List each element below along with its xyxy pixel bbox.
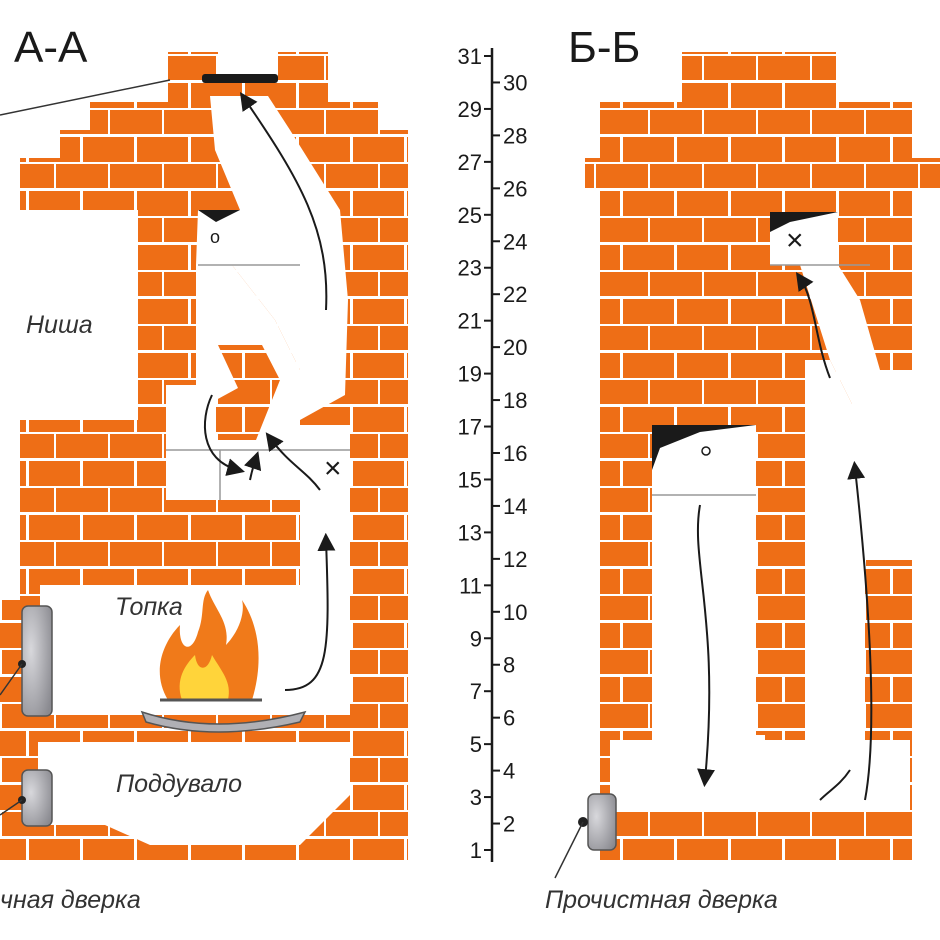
section-a-title: А-А [14, 23, 88, 72]
ruler-label-even: 4 [503, 759, 515, 784]
flow-arrow [244, 451, 262, 481]
ruler-label-odd: 7 [470, 679, 482, 704]
ruler-label-odd: 1 [470, 838, 482, 863]
ruler-label-even: 24 [503, 229, 527, 254]
damper-plate [202, 74, 278, 83]
cross-mark: × [324, 452, 342, 485]
ruler-label-odd: 5 [470, 732, 482, 757]
flow-arrow [284, 532, 336, 691]
ashpit-cavity [38, 742, 350, 845]
ruler-label-odd: 13 [458, 520, 482, 545]
leader-line [554, 821, 584, 879]
ruler-label-odd: 21 [458, 309, 482, 334]
ruler-label-even: 26 [503, 176, 527, 201]
niche-cavity [0, 210, 138, 420]
circle-mark: o [210, 227, 220, 247]
ruler-label-even: 12 [503, 547, 527, 572]
ruler-label-even: 28 [503, 123, 527, 148]
firebox-door [21, 605, 53, 717]
grate [140, 710, 307, 733]
left-channel [652, 425, 765, 808]
flow-arrow [203, 394, 245, 476]
ruler-label-odd: 17 [458, 415, 482, 440]
flow-arrow [795, 272, 831, 379]
section-b-door-caption: Прочистная дверка [545, 886, 778, 914]
flue-riser [210, 96, 348, 420]
ruler-label-even: 10 [503, 600, 527, 625]
ruler-label-odd: 31 [458, 44, 482, 69]
cross-mark: × [786, 224, 804, 257]
leader-line [0, 799, 23, 816]
ashpit-label: Поддувало [116, 770, 242, 798]
right-channel [720, 405, 865, 810]
flow-arrow [847, 460, 873, 801]
section-b: × Б-Б Прочистная дверка [545, 23, 940, 914]
ruler-label-even: 14 [503, 494, 527, 519]
section-b-title: Б-Б [568, 23, 640, 72]
shadow-corner [770, 212, 838, 232]
flow-arrow [696, 504, 715, 788]
niche-label: Ниша [26, 311, 93, 339]
ruler-label-even: 20 [503, 335, 527, 360]
ruler-label-even: 2 [503, 812, 515, 837]
ruler-label-odd: 25 [458, 203, 482, 228]
flow-arrow [265, 432, 321, 491]
ruler-label-even: 30 [503, 70, 527, 95]
right-channel-upper [805, 360, 865, 470]
leader-line [0, 79, 171, 116]
ruler-label-even: 6 [503, 706, 515, 731]
firebox-label: Топка [115, 593, 183, 621]
upper-chamber [770, 212, 912, 560]
section-a-door-caption: чная дверка [0, 886, 141, 914]
ashpit-door [21, 769, 53, 827]
leader-line [0, 663, 23, 696]
ruler-label-odd: 27 [458, 150, 482, 175]
ruler-label-odd: 19 [458, 362, 482, 387]
ruler-label-odd: 11 [459, 573, 482, 598]
cleaning-door [587, 793, 617, 851]
ruler-label-even: 16 [503, 441, 527, 466]
flue-partition [216, 345, 280, 440]
section-a: × o А-А Ниша Топка Поддувало чная дверка [0, 23, 408, 914]
fire-flame-icon [159, 590, 262, 702]
flow-arrow [239, 92, 328, 311]
firebox-throat [300, 500, 350, 585]
bottom-passage [610, 740, 910, 810]
ruler-label-even: 18 [503, 388, 527, 413]
ruler-label-odd: 9 [470, 626, 482, 651]
circle-mark [701, 446, 711, 456]
ruler-label-even: 8 [503, 653, 515, 678]
ruler-label-odd: 23 [458, 256, 482, 281]
flow-arrow [819, 769, 851, 801]
shadow-corner [198, 210, 240, 222]
ruler-label-odd: 3 [470, 785, 482, 810]
ruler-label-odd: 15 [458, 467, 482, 492]
shadow-corner [652, 425, 756, 470]
ruler-label-even: 22 [503, 282, 527, 307]
ruler-label-odd: 29 [458, 97, 482, 122]
